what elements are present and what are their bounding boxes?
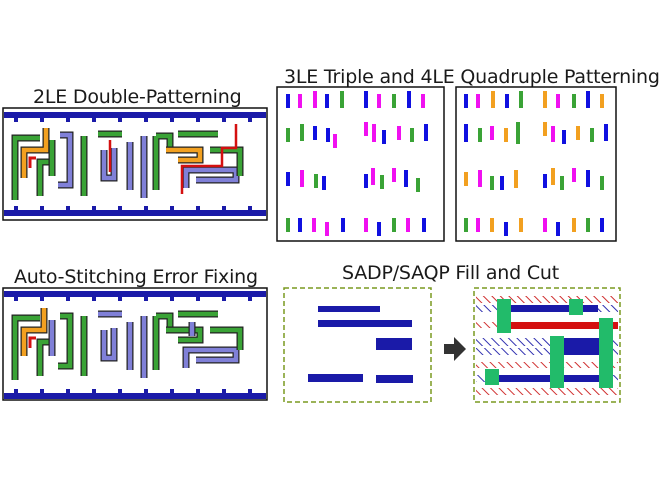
panel-2le-double-patterning xyxy=(2,107,268,221)
bottom-power-rail xyxy=(4,393,266,399)
pattern-bars-3le xyxy=(286,91,428,236)
rail-pins xyxy=(14,118,252,210)
title-2le-double-patterning: 2LE Double-Patterning xyxy=(33,86,242,108)
title-auto-stitching: Auto-Stitching Error Fixing xyxy=(14,266,258,288)
bottom-power-rail xyxy=(4,210,266,216)
title-3le-4le-patterning: 3LE Triple and 4LE Quadruple Patterning xyxy=(284,66,660,88)
panel-frame xyxy=(276,86,445,242)
pattern-bars-4le xyxy=(464,91,608,236)
top-power-rail xyxy=(4,291,266,297)
panel-saqp-cut xyxy=(473,287,621,403)
cell-2-wires xyxy=(80,130,134,196)
top-power-rail xyxy=(4,112,266,118)
panel-auto-stitching xyxy=(2,287,268,401)
cell-3-wires xyxy=(140,124,244,198)
cut-masks xyxy=(485,299,613,388)
panel-3le-triple xyxy=(276,86,445,242)
target-lines xyxy=(308,306,413,383)
rail-pins xyxy=(14,297,252,393)
panel-sadp-fill xyxy=(283,287,432,403)
panel-4le-quadruple xyxy=(455,86,617,242)
title-sadp-saqp: SADP/SAQP Fill and Cut xyxy=(342,262,559,284)
cell-2-wires xyxy=(80,310,134,376)
patterning-diagram xyxy=(2,86,621,403)
cell-1-wires xyxy=(11,128,74,200)
cell-3-wires xyxy=(140,310,244,378)
arrow-right-icon xyxy=(444,337,466,361)
panel-frame xyxy=(455,86,617,242)
cell-1-wires xyxy=(11,308,74,380)
